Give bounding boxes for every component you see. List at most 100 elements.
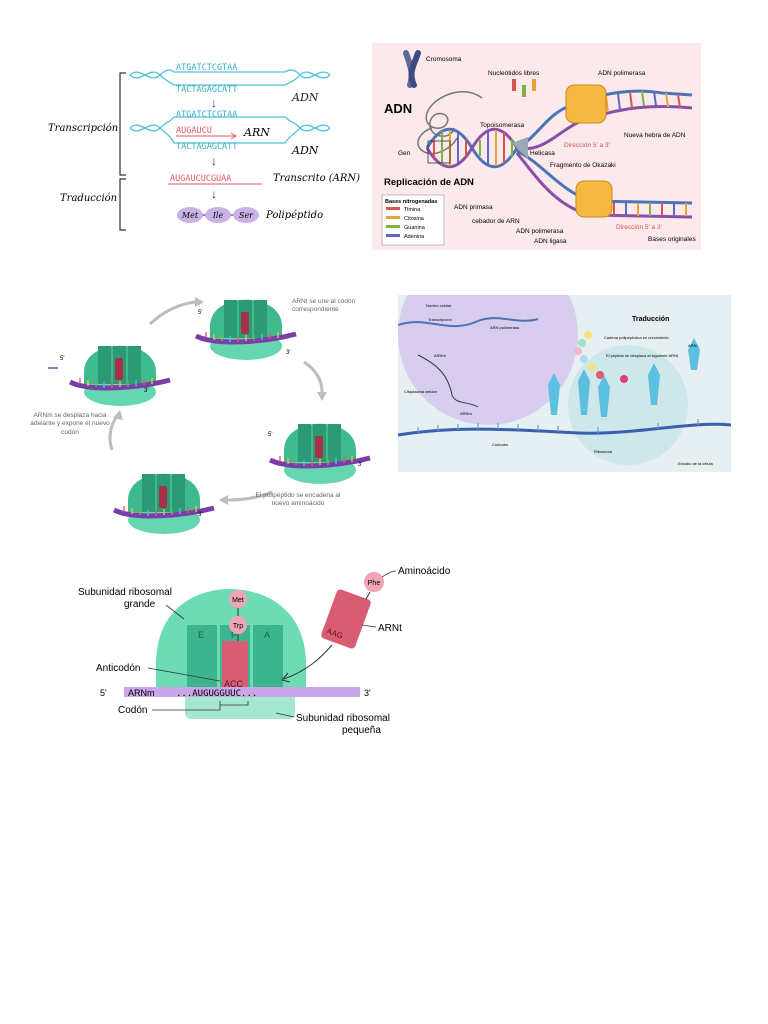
aa-2: Ile [212, 211, 224, 220]
arnt-molecules [548, 338, 700, 417]
svg-text:Transcripción: Transcripción [428, 317, 452, 322]
caption-left: ARNm se desplaza hacia adelante y expone… [30, 412, 110, 436]
legend-title: Bases nitrogenadas [385, 199, 437, 205]
svg-text:E: E [148, 468, 152, 474]
svg-text:El péptido se desplaza al sigu: El péptido se desplaza al siguiente ARNt [606, 353, 679, 358]
svg-text:P: P [119, 340, 123, 346]
legend-swatch-guanina [386, 225, 400, 228]
panel-traduccion-cell: Traducción Núcleo celular Transcripción … [398, 295, 731, 472]
svg-text:P: P [231, 630, 237, 640]
svg-text:A: A [260, 294, 264, 300]
label-adn-1: ADN [291, 91, 319, 104]
svg-text:Trp: Trp [233, 623, 243, 630]
svg-text:Codones: Codones [492, 442, 508, 447]
svg-text:3': 3' [198, 512, 202, 518]
svg-text:Núcleo celular: Núcleo celular [426, 303, 452, 308]
svg-text:Phe: Phe [368, 580, 381, 587]
label-adn-2: ADN [291, 144, 319, 157]
svg-text:5': 5' [60, 356, 64, 362]
arnm-label: ARNm [128, 688, 155, 698]
transcription-dna [398, 317, 539, 328]
label-subunidad-pequena-2: pequeña [342, 725, 381, 736]
legend-timina: Timina [404, 207, 421, 213]
label-cebador: cebador de ARN [472, 218, 520, 225]
arrow-down-1: ↓ [211, 96, 217, 110]
label-polipeptido: Polipéptido [265, 210, 323, 221]
aa-3: Ser [239, 211, 254, 220]
aa-1: Met [181, 211, 199, 220]
label-bases-originales: Bases originales [648, 236, 696, 243]
aa-met [229, 590, 247, 608]
arrow-down-2: ↓ [211, 154, 217, 168]
arnm-path [417, 354, 479, 408]
panel-ribosome-cycle: E P A 5' 3' E P A 5' 3' E P A 3' E P A 5… [30, 270, 380, 535]
subtitle-replicacion: Replicación de ADN [384, 177, 474, 188]
binding-arrow [283, 644, 333, 680]
polypeptide-chain [574, 331, 628, 383]
caption-bottom: El polipéptido se encadena al nuevo amin… [255, 492, 341, 508]
label-cromosoma: Cromosoma [426, 56, 462, 63]
svg-text:E: E [104, 340, 108, 346]
label-okazaki: Fragmento de Okazaki [550, 162, 616, 169]
legend-citosina: Citosina [404, 216, 425, 222]
adn-polimerasa-bottom-icon [575, 180, 613, 218]
svg-text:ARNm: ARNm [460, 411, 472, 416]
svg-text:P: P [245, 294, 249, 300]
five-prime-label: 5' [100, 688, 107, 698]
label-arnt: ARNt [378, 623, 402, 634]
svg-text:P: P [163, 468, 167, 474]
label-nucleotidos: Nucleótidos libres [488, 70, 540, 77]
label-direccion-2: Dirección 5' a 3' [616, 224, 662, 231]
arnm-strand [124, 687, 360, 697]
label-arn: ARN [243, 126, 270, 139]
svg-text:3': 3' [358, 462, 362, 468]
svg-text:5': 5' [268, 432, 272, 438]
rna-segment: AUGAUCU [176, 126, 212, 136]
panel-ribosome-detail: E P A ACC Met Trp 5' ARNm ...AUGUGGUUC..… [70, 555, 490, 745]
adn-polimerasa-top-icon [565, 84, 607, 124]
transcript-seq: AUGAUCUCGUAA [170, 174, 231, 184]
trna-p-site [222, 641, 248, 691]
svg-text:Citoplasma celular: Citoplasma celular [404, 389, 438, 394]
svg-text:Ribosoma: Ribosoma [594, 449, 613, 454]
label-subunidad-grande-1: Subunidad ribosomal [78, 587, 172, 598]
label-direccion-1: Dirección 5' a 3' [564, 142, 610, 149]
label-codon: Codón [118, 705, 147, 716]
label-traduccion-title: Traducción [632, 316, 669, 323]
svg-text:ARNt: ARNt [688, 343, 698, 348]
label-subunidad-grande-2: grande [124, 599, 156, 610]
svg-text:ARNm: ARNm [434, 353, 446, 358]
label-topoisomerasa: Topoisomerasa [480, 122, 524, 129]
nucleus [398, 295, 578, 425]
label-traduccion: Traducción [60, 193, 117, 204]
strand-top-2: ATGATCTCGTAA [176, 110, 237, 120]
svg-text:A: A [134, 340, 138, 346]
svg-text:E: E [198, 630, 204, 640]
arnm-sequence: ...AUGUGGUUC... [176, 689, 257, 699]
ribosome-top: E P A 5' 3' [196, 294, 296, 360]
legend: Bases nitrogenadas Timina Citosina Guani… [381, 194, 445, 246]
legend-adenina: Adenina [404, 234, 425, 240]
incoming-trna [321, 589, 371, 649]
label-aminoacido: Aminoácido [398, 566, 451, 577]
svg-text:A: A [264, 630, 270, 640]
aa-phe [364, 572, 384, 592]
label-anticodon: Anticodón [96, 663, 140, 674]
three-prime-label: 3' [364, 688, 371, 698]
aa-trp [229, 616, 247, 634]
label-helicasa: Helicasa [530, 150, 555, 157]
polypeptide: Met Ile Ser [177, 207, 259, 223]
svg-text:5': 5' [198, 310, 202, 316]
dna-helix-2 [129, 116, 331, 144]
label-adn-polimerasa-bottom: ADN polimerasa [516, 228, 564, 235]
chromosome-icon [403, 50, 421, 88]
svg-text:A: A [178, 468, 182, 474]
dna-double-helix [425, 127, 519, 169]
legend-guanina: Guanina [404, 225, 426, 231]
ribosome-bottom: E P A 3' [114, 468, 214, 534]
label-transcrito: Transcrito (ARN) [273, 173, 360, 184]
ribosome-left: E P A 5' 3' [48, 340, 170, 406]
svg-text:Met: Met [232, 597, 244, 604]
label-adn-primasa: ADN primasa [454, 204, 493, 211]
bracket-traduccion [119, 178, 126, 231]
